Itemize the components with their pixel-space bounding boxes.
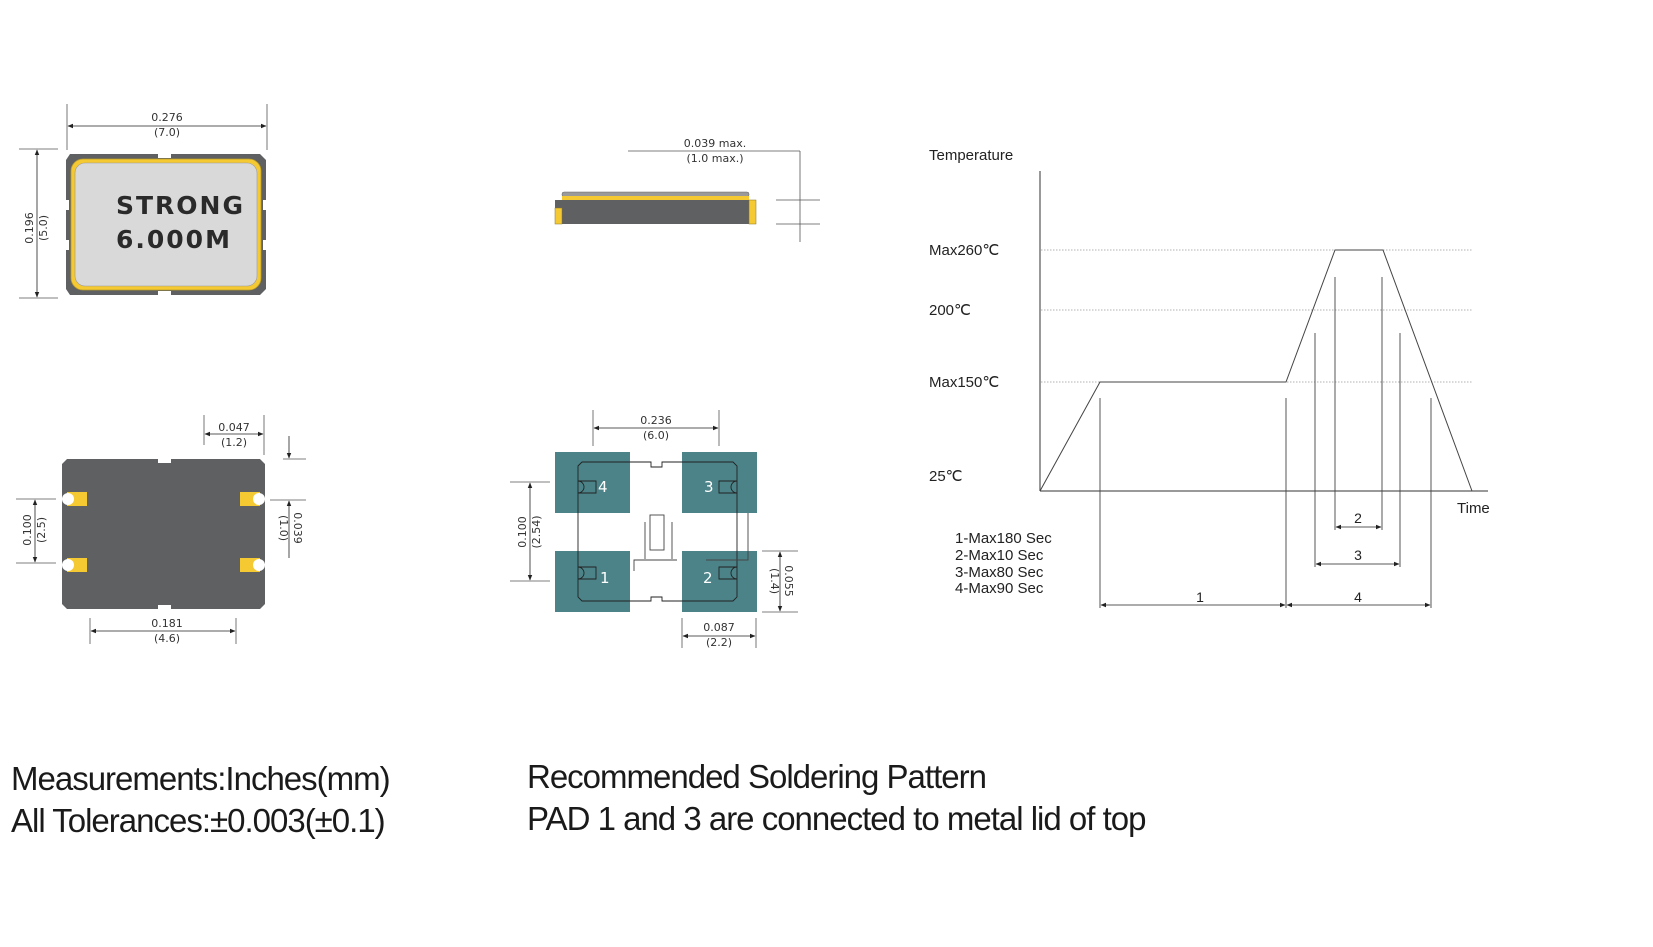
tolerances-note: All Tolerances:±0.003(±0.1) <box>11 802 386 839</box>
castellation <box>253 559 265 571</box>
pad-width-mm-label: (2.2) <box>706 636 732 649</box>
castellation <box>253 493 265 505</box>
castellation <box>62 559 74 571</box>
temperature-profile-curve <box>1039 249 1473 492</box>
pitch-inch-label: 0.100 <box>516 516 529 548</box>
castellation-outline <box>577 566 597 580</box>
top-view: STRONG 6.000M 0.276 (7.0) 0.196 (5.0) <box>19 104 268 299</box>
x-axis-label: Time <box>1457 500 1490 517</box>
y-axis-label: Temperature <box>929 147 1013 164</box>
marking-line2: 6.000M <box>116 225 232 254</box>
width-inch-label: 0.276 <box>151 111 183 124</box>
legend-item-4: 4-Max90 Sec <box>955 580 1044 597</box>
marking-line1: STRONG <box>116 191 245 220</box>
pad-label-3: 3 <box>704 478 714 496</box>
zone-label-3: 3 <box>1354 547 1362 563</box>
pad-height-mm-label: (1.4) <box>768 568 781 594</box>
pad-pitch-inch-label: 0.100 <box>21 514 34 546</box>
pad-height-inch-label: 0.039 <box>291 512 304 544</box>
height-mm-label: (5.0) <box>37 215 50 241</box>
crystal-body <box>649 514 665 551</box>
pad-connection-note: PAD 1 and 3 are connected to metal lid o… <box>527 800 1146 837</box>
land-pad-3 <box>682 452 757 513</box>
castellation-outline <box>718 480 738 494</box>
mask <box>50 555 62 575</box>
span-inch-label: 0.236 <box>640 414 672 427</box>
level-label-200: 200℃ <box>929 302 971 319</box>
side-view: 0.039 max. (1.0 max.) <box>554 137 820 242</box>
level-label-260: Max260℃ <box>929 242 999 259</box>
span-mm-label: (6.0) <box>643 429 669 442</box>
crystal-wire-left <box>633 559 677 571</box>
land-pad-4 <box>555 452 630 513</box>
crystal-wire-right <box>706 513 749 561</box>
level-label-25: 25℃ <box>929 468 963 485</box>
castellation <box>62 493 74 505</box>
land-pad-1 <box>555 551 630 612</box>
legend-item-3: 3-Max80 Sec <box>955 564 1044 581</box>
pad-width-inch-label: 0.047 <box>218 421 250 434</box>
pad-pitch-mm-label: (2.5) <box>35 517 48 543</box>
thickness-mm-label: (1.0 max.) <box>686 152 743 165</box>
soldering-pattern-title: Recommended Soldering Pattern <box>527 758 987 795</box>
seal-ring-edge <box>562 196 749 200</box>
side-terminal-right <box>748 199 757 225</box>
pad-label-1: 1 <box>600 569 610 587</box>
metal-lid <box>74 162 258 287</box>
pad-span-mm-label: (4.6) <box>154 632 180 645</box>
castellation-outline <box>577 480 597 494</box>
legend-item-1: 1-Max180 Sec <box>955 530 1052 547</box>
pad-label-4: 4 <box>598 478 608 496</box>
pitch-mm-label: (2.54) <box>530 515 543 548</box>
legend-item-2: 2-Max10 Sec <box>955 547 1044 564</box>
land-pattern: 4 3 1 2 0.236 (6.0) 0.100 (2.54) 0.055 (… <box>510 410 798 649</box>
package-bottom-body <box>62 459 265 609</box>
footprint-outline <box>577 461 738 602</box>
pad-span-inch-label: 0.181 <box>151 617 183 630</box>
side-terminal-left <box>554 207 563 225</box>
pad-width-inch-label: 0.087 <box>703 621 735 634</box>
pad-height-inch-label: 0.055 <box>782 565 795 597</box>
measurements-note: Measurements:Inches(mm) <box>11 760 391 797</box>
width-mm-label: (7.0) <box>154 126 180 139</box>
zone-label-2: 2 <box>1354 510 1362 526</box>
zone-label-1: 1 <box>1196 589 1204 605</box>
mask <box>50 490 62 510</box>
height-inch-label: 0.196 <box>23 212 36 244</box>
reflow-profile: Temperature Time Max260℃ 200℃ Max150℃ 25… <box>929 147 1490 608</box>
mask <box>265 555 277 575</box>
pad-width-mm-label: (1.2) <box>221 436 247 449</box>
pad-height-mm-label: (1.0) <box>277 515 290 541</box>
castellation-outline <box>718 566 738 580</box>
thickness-inch-label: 0.039 max. <box>684 137 746 150</box>
zone-label-4: 4 <box>1354 589 1362 605</box>
land-pad-2 <box>682 551 757 612</box>
bottom-view: 0.047 (1.2) 0.039 (1.0) 0.100 (2.5) 0.18… <box>16 415 306 645</box>
package-side-body <box>555 200 749 224</box>
level-label-150: Max150℃ <box>929 374 999 391</box>
pad-label-2: 2 <box>703 569 713 587</box>
